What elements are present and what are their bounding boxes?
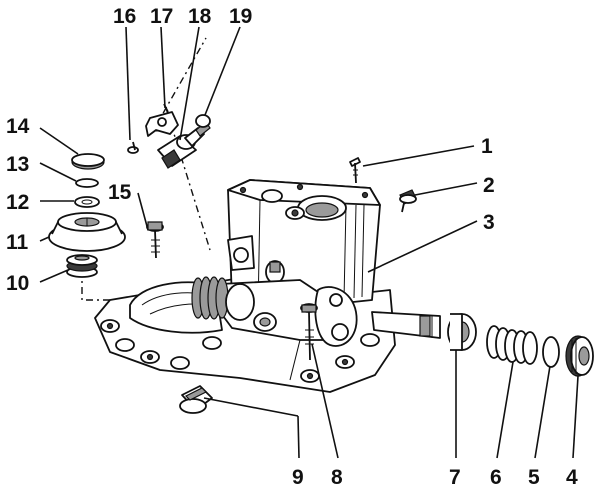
callout-7: 7 [449,466,461,489]
part-12-washer [74,196,100,208]
callout-15: 15 [108,181,132,204]
part-7-worm-shaft [371,311,477,351]
part-11-cover [48,212,126,252]
part-10-spring [66,254,98,278]
callout-12: 12 [6,191,29,214]
callout-11: 11 [6,231,29,254]
part-17-clip [145,103,179,137]
callout-5: 5 [528,466,540,489]
callout-14: 14 [6,115,30,138]
callout-8: 8 [331,466,343,489]
callout-labels: 1 2 3 4 5 6 7 8 9 10 11 12 13 14 15 16 1… [6,5,578,489]
part-16-screw [127,141,139,154]
part-1-screw [349,157,361,184]
callout-17: 17 [150,5,173,28]
part-18-sensor [157,121,211,169]
callout-19: 19 [229,5,252,28]
part-9-plug [179,385,213,414]
part-5-o-ring [542,336,560,368]
worm-gear [191,276,255,321]
callout-10: 10 [6,272,29,295]
callout-9: 9 [292,466,304,489]
part-13-ring [75,178,99,188]
callout-13: 13 [6,153,29,176]
part-8-bolt [300,303,318,361]
part-19-o-ring [195,114,211,128]
callout-3: 3 [483,211,495,234]
leader-lines [39,26,579,459]
gearbox-housing [94,179,396,393]
part-6-spring [486,325,538,365]
part-14-cap [71,153,105,170]
callout-6: 6 [490,466,502,489]
callout-16: 16 [113,5,136,28]
callout-2: 2 [483,174,495,197]
callout-4: 4 [566,466,578,489]
callout-1: 1 [481,135,493,158]
callout-18: 18 [188,5,212,28]
part-4-threaded-plug [565,335,594,377]
part-2-bolt [399,189,417,213]
part-15-bolt [146,221,164,259]
